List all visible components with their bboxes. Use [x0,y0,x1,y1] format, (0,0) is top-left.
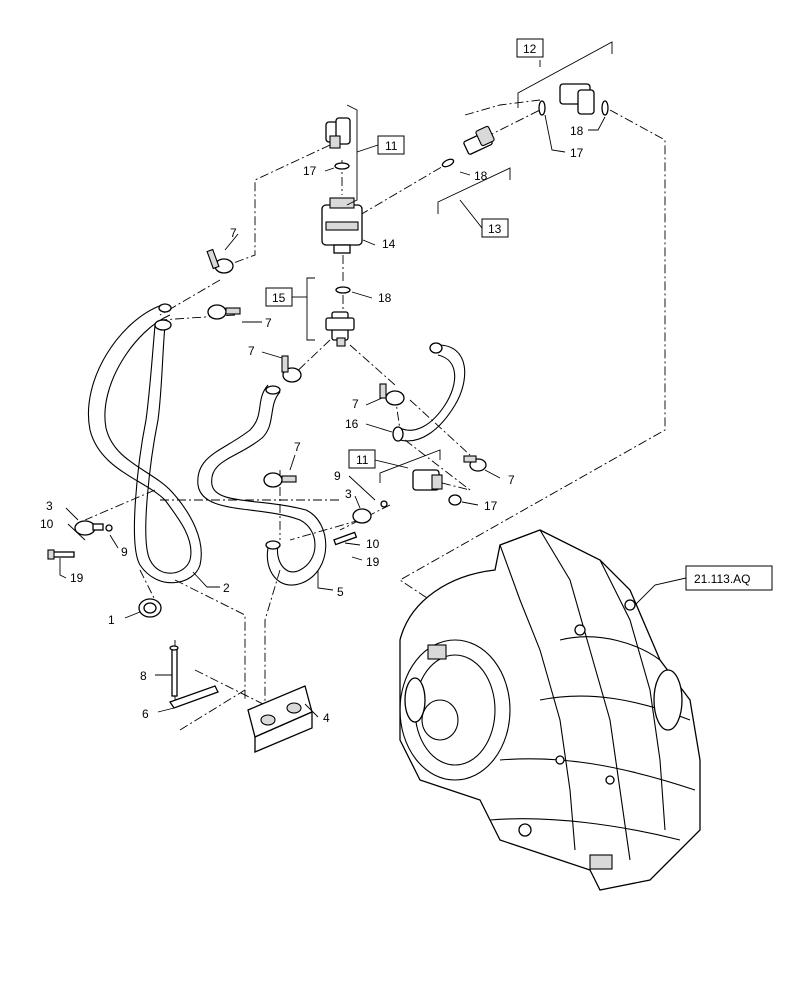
callout-3-left[interactable]: 3 [46,499,53,513]
box-12[interactable]: 12 [516,38,544,58]
o-ring-18-left [441,158,455,168]
callout-7-f[interactable]: 7 [508,473,515,487]
boxed-callouts: 11 12 13 15 11 21.113.AQ [265,38,773,591]
callout-8[interactable]: 8 [140,669,147,683]
callout-16[interactable]: 16 [345,417,359,431]
group-bracket-11-lower [374,449,441,483]
callout-5[interactable]: 5 [337,585,344,599]
box-15-label: 15 [272,291,286,305]
callout-4[interactable]: 4 [323,711,330,725]
bolt-10-right [333,531,358,546]
box-12-label: 12 [523,42,537,56]
clamp-block-4 [247,685,313,753]
callout-18-mid[interactable]: 18 [378,291,392,305]
callout-numbers: 1 2 3 3 4 5 6 7 7 7 7 7 7 8 9 9 10 10 14… [40,124,584,725]
elbow-fitting-top [325,117,351,149]
box-11-top-label: 11 [385,139,398,153]
o-ring-17-lower [448,494,462,506]
leader-lines [59,114,687,718]
adapter-fitting-13 [463,125,495,155]
callout-9-right[interactable]: 9 [334,469,341,483]
callout-19-right[interactable]: 19 [366,555,380,569]
clamp-7-a [206,248,234,274]
clamp-7-c [281,355,302,383]
box-11-lower-label: 11 [356,453,369,467]
elbow-fitting-11-lower [412,469,443,491]
group-bracket-12 [517,41,613,108]
callout-7-e[interactable]: 7 [294,440,301,454]
clamp-7-f [463,455,487,472]
callout-14[interactable]: 14 [382,237,396,251]
box-ref-21-113-aq[interactable]: 21.113.AQ [685,565,773,591]
bolt-8 [169,645,179,697]
box-11-lower[interactable]: 11 [348,449,376,469]
group-bracket-15 [292,277,315,341]
callout-3-right[interactable]: 3 [345,487,352,501]
callout-7-a[interactable]: 7 [230,226,237,240]
callout-17-lower[interactable]: 17 [484,499,498,513]
callout-9-left[interactable]: 9 [121,545,128,559]
box-ref-label: 21.113.AQ [694,572,750,586]
nut-9-right [380,500,388,508]
o-ring-17-top [334,162,350,170]
plate-6 [168,685,219,709]
elbow-fitting-12 [559,83,595,115]
callout-18-left[interactable]: 18 [474,169,488,183]
clamp-7-e [263,472,297,488]
bolt-10-left [47,549,75,560]
group-bracket-13 [437,167,511,229]
tee-fitting-15 [325,311,355,347]
grommet-1 [138,598,162,618]
box-15[interactable]: 15 [265,287,293,307]
box-13-label: 13 [488,222,502,236]
nut-9-left [105,524,113,532]
callout-17-top[interactable]: 17 [303,164,317,178]
callout-1[interactable]: 1 [108,613,115,627]
hose-5 [197,384,327,586]
hose-2 [88,303,202,584]
bracket-3-left [74,520,104,536]
callout-7-b[interactable]: 7 [265,316,272,330]
callout-2[interactable]: 2 [223,581,230,595]
bracket-3-right [352,508,372,524]
callout-18-right[interactable]: 18 [570,124,584,138]
o-ring-18-right [601,100,609,116]
callout-7-d[interactable]: 7 [352,397,359,411]
valve-14 [321,197,363,254]
o-ring-18-mid [335,286,351,294]
group-bracket-11-top [346,104,379,206]
o-ring-17-right [538,100,546,116]
callout-19-left[interactable]: 19 [70,571,84,585]
callout-10-left[interactable]: 10 [40,517,54,531]
transmission-housing [399,529,701,891]
callout-17-right[interactable]: 17 [570,146,584,160]
clamp-7-b [207,304,241,320]
callout-7-c[interactable]: 7 [248,344,255,358]
hose-16 [392,342,466,442]
box-13[interactable]: 13 [481,218,509,238]
callout-6[interactable]: 6 [142,707,149,721]
clamp-7-d [379,383,405,406]
callout-10-right[interactable]: 10 [366,537,380,551]
box-11-top[interactable]: 11 [377,135,405,155]
